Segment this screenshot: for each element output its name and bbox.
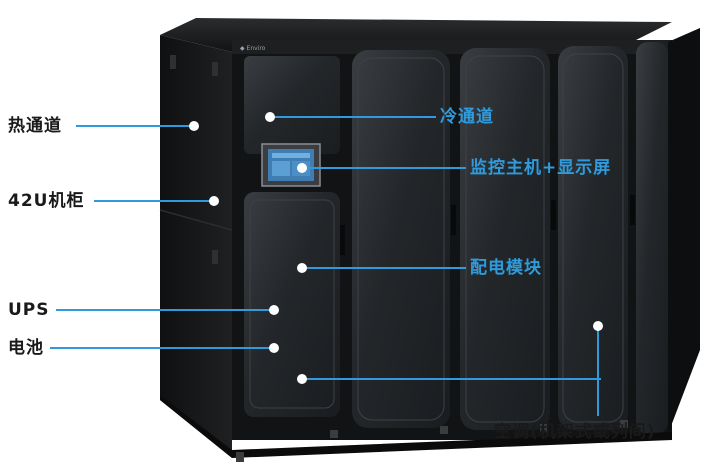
dot-cabinet-42u: [209, 196, 219, 206]
cabinet-right-end: [668, 28, 700, 434]
door-handle: [451, 205, 456, 235]
dot-monitor-host: [297, 163, 307, 173]
dot-air-conditioner-b: [593, 321, 603, 331]
label-cabinet-42u: 42U机柜: [8, 191, 85, 211]
door-handle: [630, 195, 635, 225]
door-5: [636, 42, 668, 434]
label-hot-aisle: 热通道: [8, 116, 62, 136]
label-power-module: 配电模块: [470, 258, 542, 278]
dot-air-conditioner-a: [297, 374, 307, 384]
dot-battery: [269, 343, 279, 353]
dot-ups: [269, 305, 279, 315]
door-3: [460, 48, 550, 430]
monitor-display: [261, 143, 321, 187]
door-handle: [551, 200, 556, 230]
cabinet-base: [160, 395, 672, 458]
callout-lines: [50, 116, 601, 416]
door-2: [352, 50, 450, 428]
dot-hot-aisle: [189, 121, 199, 131]
label-battery: 电池: [8, 338, 44, 358]
callout-dots: [189, 112, 603, 384]
brand-logo: ◆ Enviro: [240, 45, 266, 52]
cabinet-side-panel: [160, 35, 232, 458]
door-handle: [340, 225, 345, 255]
label-air-conditioner: 空调(机架式或列间): [494, 422, 656, 442]
door-monitor-column: [244, 56, 340, 417]
dot-cold-aisle: [265, 112, 275, 122]
label-ups: UPS: [8, 300, 50, 320]
label-monitor-host: 监控主机+显示屏: [470, 158, 612, 178]
door-4: [558, 46, 628, 430]
label-cold-aisle: 冷通道: [440, 107, 494, 127]
dot-power-module: [297, 263, 307, 273]
